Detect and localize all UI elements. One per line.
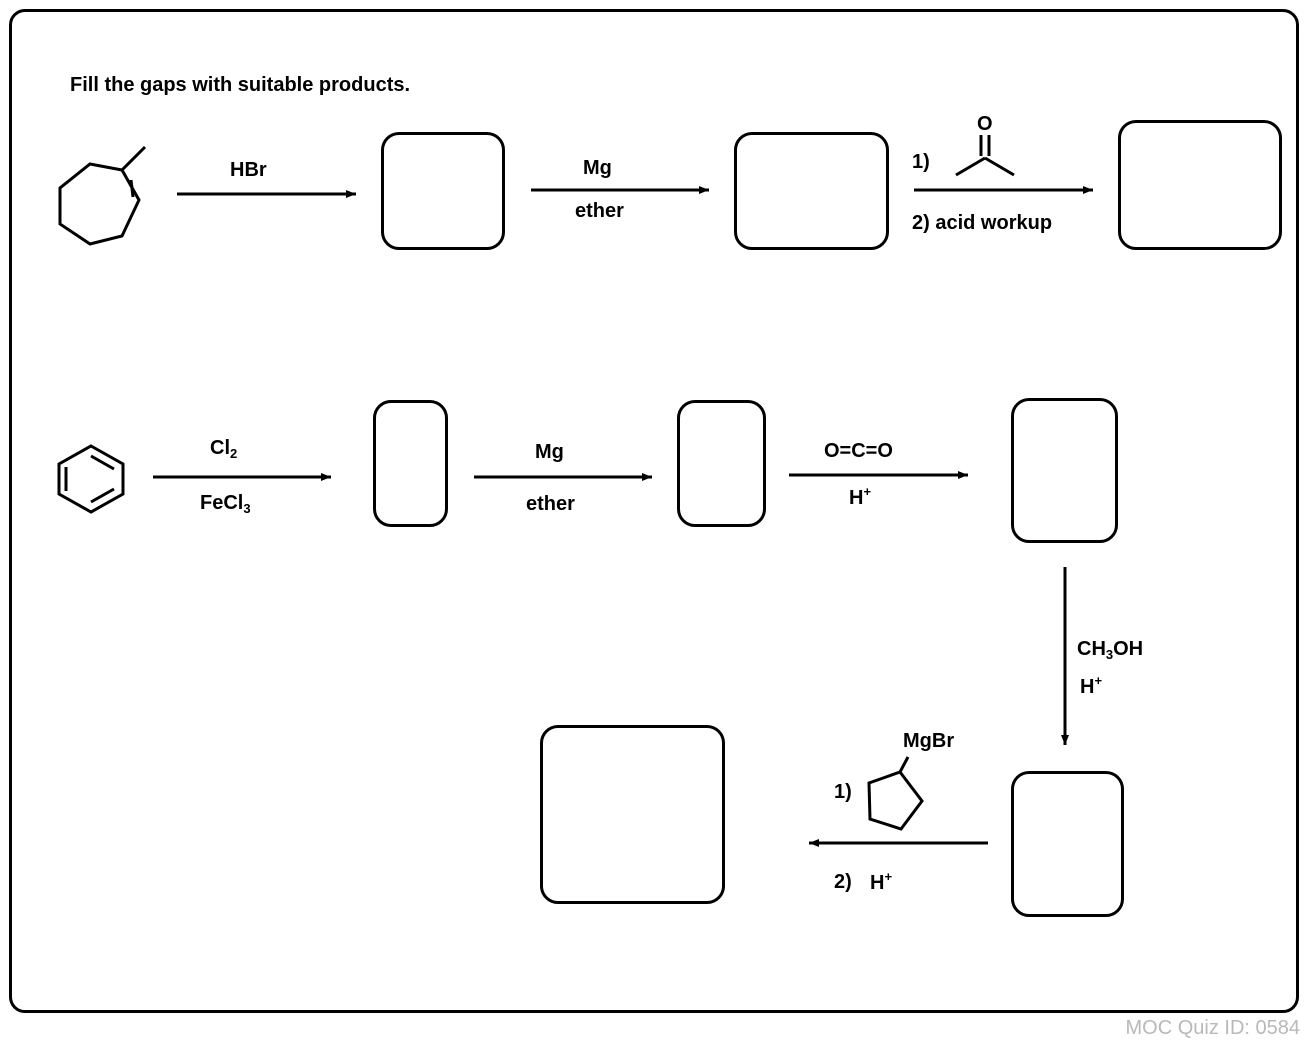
acetone-icon bbox=[955, 135, 1015, 177]
step2-acid-workup: 2) acid workup bbox=[912, 212, 1053, 234]
answer-box-1[interactable] bbox=[381, 132, 505, 250]
reagent-ether-1: ether bbox=[575, 200, 624, 222]
benzene-icon bbox=[57, 444, 125, 514]
answer-box-2[interactable] bbox=[734, 132, 889, 250]
answer-box-6[interactable] bbox=[1011, 398, 1118, 543]
carbonyl-oxygen-label: O bbox=[977, 113, 993, 135]
reagent-fecl3: FeCl3 bbox=[200, 492, 251, 516]
reagent-co2: O=C=O bbox=[824, 440, 893, 462]
quiz-frame bbox=[9, 9, 1299, 1013]
reagent-cl2: Cl2 bbox=[210, 437, 238, 461]
step1-label-row1: 1) bbox=[912, 151, 930, 173]
instruction-text: Fill the gaps with suitable products. bbox=[70, 74, 411, 96]
answer-box-5[interactable] bbox=[677, 400, 766, 527]
answer-box-3[interactable] bbox=[1118, 120, 1282, 250]
reagent-mgbr: MgBr bbox=[903, 730, 955, 752]
reagent-ether-2: ether bbox=[526, 493, 575, 515]
methylcycloheptene-icon bbox=[58, 145, 147, 246]
cyclopentyl-icon bbox=[867, 756, 924, 831]
reagent-h-plus-3: H+ bbox=[870, 869, 893, 894]
reagent-h-plus-2: H+ bbox=[1080, 673, 1103, 698]
reagent-mg-2: Mg bbox=[535, 441, 564, 463]
reagent-mg-1: Mg bbox=[583, 157, 612, 179]
answer-box-7[interactable] bbox=[1011, 771, 1124, 917]
answer-box-4[interactable] bbox=[373, 400, 448, 527]
reagent-h-plus-1: H+ bbox=[849, 484, 872, 509]
step2-label-row2: 2) bbox=[834, 871, 852, 893]
step1-label-row2: 1) bbox=[834, 781, 852, 803]
reagent-ch3oh: CH3OH bbox=[1077, 638, 1144, 662]
quiz-id-label: MOC Quiz ID: 0584 bbox=[1125, 1017, 1300, 1039]
answer-box-8[interactable] bbox=[540, 725, 725, 904]
reagent-hbr: HBr bbox=[230, 159, 267, 181]
